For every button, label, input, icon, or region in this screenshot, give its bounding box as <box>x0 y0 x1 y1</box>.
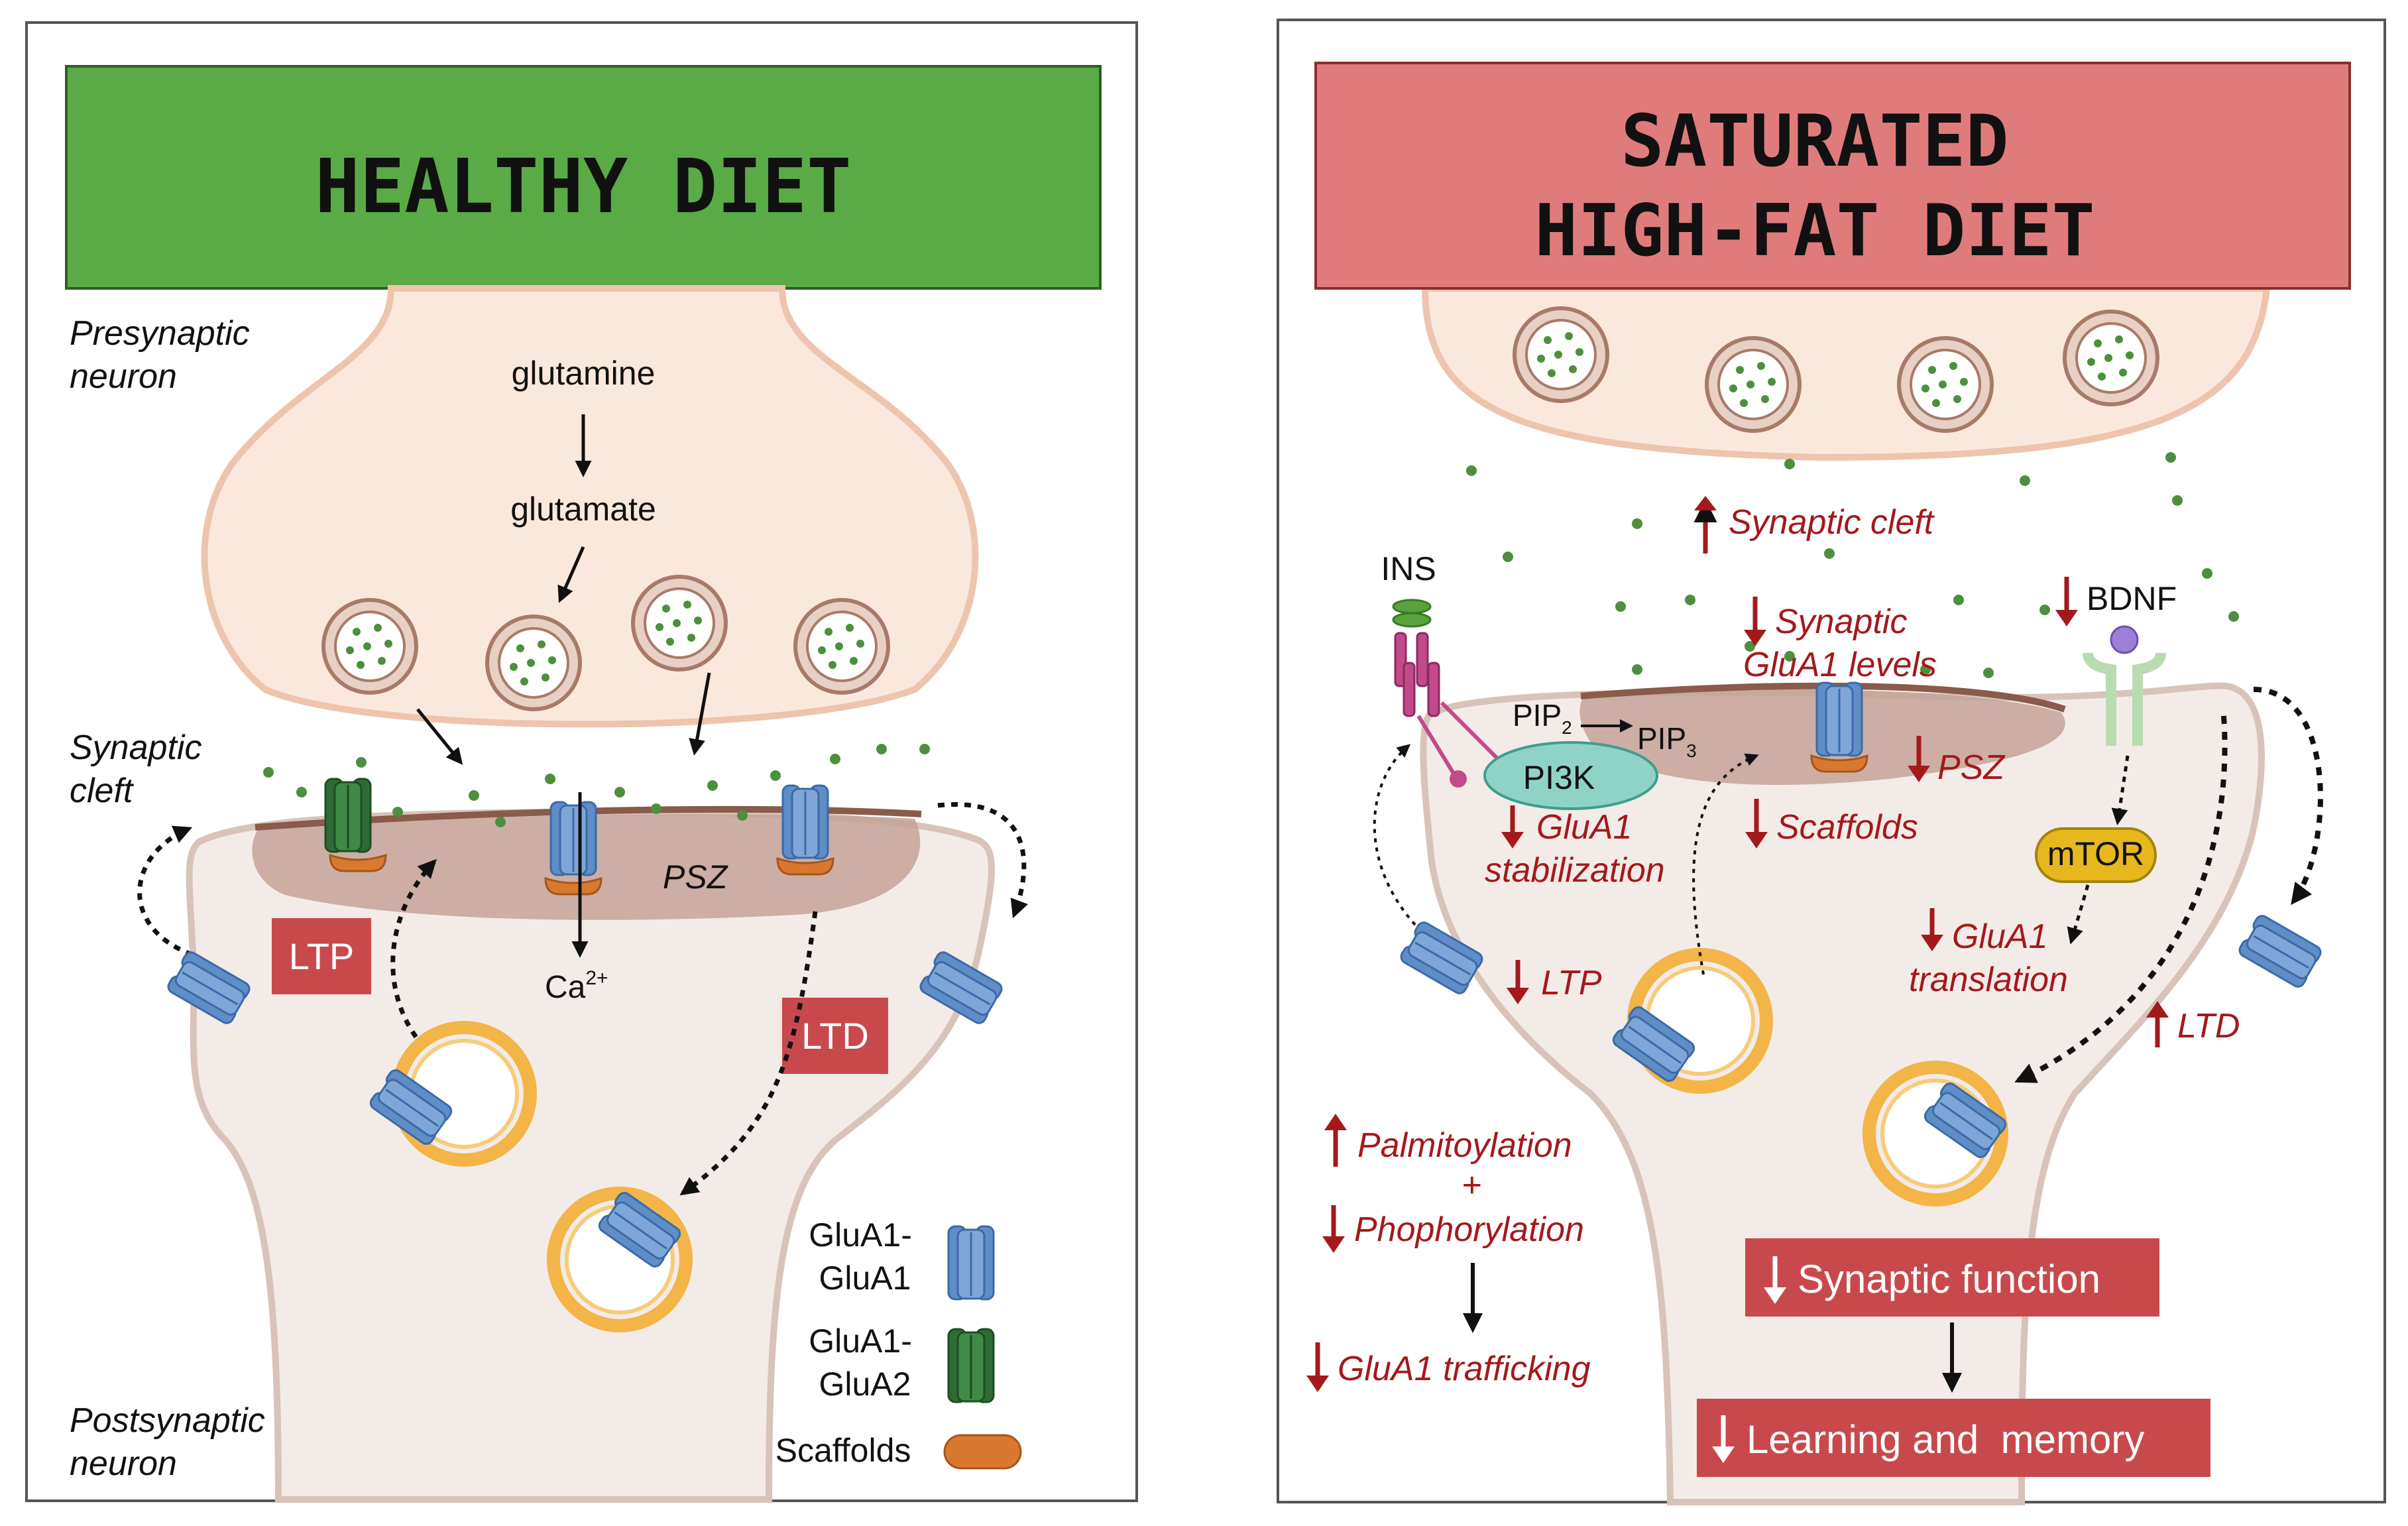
plus: + <box>1462 1166 1481 1204</box>
learning-memory: Learning and memory <box>1747 1417 2144 1462</box>
right-title-box <box>1314 62 2351 290</box>
glutamate-dots <box>263 744 930 827</box>
postsynaptic-label: Postsynaptic neuron <box>70 1401 274 1483</box>
vesicle <box>795 600 888 693</box>
left-panel: HEALTHY DIET Presynaptic neuron glutamin… <box>25 21 1138 1503</box>
right-title-line2: HIGH-FAT DIET <box>1534 190 2094 272</box>
svg-text:Scaffolds: Scaffolds <box>775 1432 911 1469</box>
glutamate-label: glutamate <box>510 491 656 528</box>
mtor-box <box>2035 827 2157 883</box>
bdnf-label: BDNF <box>2087 580 2177 617</box>
ltd-label: LTD <box>801 1015 869 1057</box>
glua1-trafficking: GluA1 trafficking <box>1338 1350 1591 1388</box>
ltp-label: LTP <box>289 935 355 977</box>
mtor-label: mTOR <box>2047 835 2144 872</box>
legend-glua1-glua2-icon <box>947 1328 995 1403</box>
psz-label: PSZ <box>663 858 728 896</box>
pi3k-label: PI3K <box>1523 759 1595 796</box>
svg-text:GluA1- GluA2: GluA1- GluA2 <box>809 1322 921 1403</box>
synaptic-cleft-right: Synaptic cleft <box>1729 503 1935 542</box>
glua1-translation: GluA1 translation <box>1909 917 2068 999</box>
synaptic-function: Synaptic function <box>1798 1257 2100 1301</box>
ins-label: INS <box>1381 550 1436 587</box>
vesicle <box>323 600 416 693</box>
vesicle <box>633 577 726 670</box>
calcium-label: Ca2+ <box>545 967 608 1005</box>
synaptic-function-box <box>1745 1238 2159 1317</box>
synaptic-cleft-label: Synaptic cleft <box>70 729 211 810</box>
glua1-glua1-receptor <box>1815 681 1863 757</box>
glua1-glua1-receptor <box>549 801 597 876</box>
glua1-stabilization: GluA1 stabilization <box>1485 808 1665 890</box>
learning-memory-box <box>1697 1399 2210 1477</box>
legend: GluA1- GluA1 GluA1- GluA2 Scaffolds <box>775 1216 1022 1470</box>
vesicle <box>1707 338 1800 431</box>
psz-right: PSZ <box>1937 748 2006 787</box>
ltp-box <box>272 918 371 994</box>
palmitoylation: Palmitoylation <box>1357 1126 1572 1165</box>
presynaptic-neuron-right <box>1421 285 2271 461</box>
trkb-receptor-icon <box>2083 625 2166 746</box>
right-title-line1: SATURATED <box>1621 100 2008 183</box>
ltd-right: LTD <box>2177 1007 2240 1045</box>
pip3-label: PIP3 <box>1637 721 1697 761</box>
glua1-glua1-receptor <box>781 784 829 860</box>
glua1-glua2-receptor <box>324 778 372 853</box>
right-panel: SATURATED HIGH-FAT DIET Synaptic cleft I… <box>1277 19 2386 1505</box>
vesicle <box>1515 308 1607 401</box>
left-title-box <box>65 65 1102 290</box>
ltp-right: LTP <box>1541 964 1602 1002</box>
pip2-label: PIP2 <box>1513 698 1572 738</box>
ltd-box <box>782 998 888 1074</box>
svg-text:GluA1- GluA1: GluA1- GluA1 <box>809 1216 921 1297</box>
phophorylation: Phophorylation <box>1354 1210 1584 1249</box>
vesicle <box>1899 338 1992 431</box>
presynaptic-label: Presynaptic neuron <box>70 314 259 396</box>
synaptic-glua1-levels: Synaptic GluA1 levels <box>1743 603 1937 684</box>
left-title: HEALTHY DIET <box>315 144 851 230</box>
glutamine-label: glutamine <box>512 355 656 392</box>
glutamate-dots-right <box>1466 452 2239 678</box>
pi3k-shape <box>1483 741 1658 810</box>
legend-glua1-glua1-icon <box>947 1225 995 1301</box>
vesicle <box>2065 312 2157 404</box>
scaffolds-right: Scaffolds <box>1776 808 1918 847</box>
vesicle <box>487 616 580 709</box>
legend-scaffold-icon <box>943 1434 1022 1470</box>
